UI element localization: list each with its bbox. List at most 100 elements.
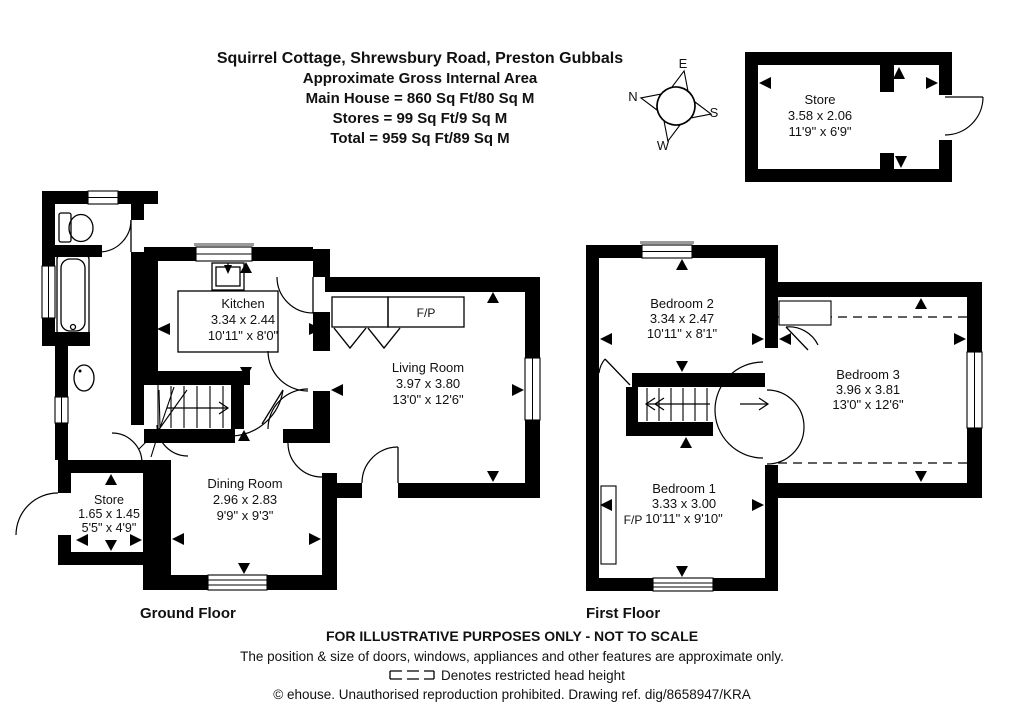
window-bedroom1-bottom: [652, 577, 714, 592]
window-dining-bottom: [207, 574, 268, 591]
measure-arrow-up: [893, 67, 905, 79]
ground-floor-measure-arrows: [76, 262, 524, 574]
room-metric: 3.97 x 3.80: [396, 376, 460, 391]
door-arc-bathroom: [98, 219, 132, 253]
stairs-down-arrow: [644, 397, 656, 411]
measure-arrow-down: [895, 156, 907, 168]
compass-east-label: E: [679, 56, 688, 71]
title-block: Squirrel Cottage, Shrewsbury Road, Prest…: [217, 50, 623, 147]
first-floor-label: First Floor: [586, 605, 660, 622]
fireplace-label: F/P: [417, 306, 436, 320]
compass-rose: E N S W: [628, 56, 719, 153]
restricted-head-height-legend-icon: [389, 670, 435, 680]
toilet-icon: [58, 212, 94, 243]
room-living-room-label: Living Room 3.97 x 3.80 13'0" x 12'6": [392, 360, 464, 407]
room-metric: 2.96 x 2.83: [213, 492, 277, 507]
door-arc-hall-a: [111, 432, 143, 464]
door-arc-dining: [287, 442, 323, 478]
compass-north-label: N: [628, 89, 637, 104]
plan-title: Squirrel Cottage, Shrewsbury Road, Prest…: [217, 50, 623, 67]
door-arc-living-hall-a: [267, 350, 309, 392]
door-arc-landing-left: [714, 361, 764, 459]
footer-copyright: © ehouse. Unauthorised reproduction proh…: [273, 687, 751, 702]
area-stores: Stores = 99 Sq Ft/9 Sq M: [333, 110, 508, 127]
room-store-ground-label: Store 1.65 x 1.45 5'5" x 4'9": [78, 493, 140, 535]
door-arc-living-hall-b: [267, 388, 309, 430]
room-imperial: 13'0" x 12'6": [832, 397, 904, 412]
room-imperial: 13'0" x 12'6": [392, 392, 464, 407]
outbuilding-door-arc: [944, 96, 984, 136]
room-name: Dining Room: [207, 476, 282, 491]
door-arc-landing-right: [766, 389, 805, 465]
room-name: Kitchen: [221, 296, 264, 311]
room-name: Bedroom 1: [652, 481, 716, 496]
room-imperial: 5'5" x 4'9": [82, 521, 137, 535]
room-dining-room-label: Dining Room 2.96 x 2.83 9'9" x 9'3": [207, 476, 282, 523]
door-arc-kitchen-rear: [276, 276, 314, 314]
room-name: Store: [94, 493, 124, 507]
stairs-up-arrow: [218, 401, 230, 415]
room-imperial: 10'11" x 8'0": [208, 328, 279, 343]
room-name: Store: [804, 92, 835, 107]
door-arc-store-entrance: [15, 492, 59, 536]
door-arc-bedroom2: [598, 358, 606, 374]
outbuilding-door-opening: [939, 95, 952, 140]
compass-south-label: S: [710, 105, 719, 120]
compass-points: [639, 69, 713, 143]
footer-legend-text: Denotes restricted head height: [441, 668, 625, 683]
compass-west-label: W: [657, 138, 670, 153]
room-metric: 3.58 x 2.06: [788, 108, 852, 123]
fireplace-bedroom1: [600, 485, 617, 565]
room-bedroom2-label: Bedroom 2 3.34 x 2.47 10'11" x 8'1": [647, 296, 718, 341]
room-name: Bedroom 3: [836, 367, 900, 382]
plan-subtitle: Approximate Gross Internal Area: [303, 70, 538, 87]
room-metric: 3.34 x 2.47: [650, 311, 714, 326]
measure-arrow-left: [759, 77, 771, 89]
room-bedroom1-label: Bedroom 1 3.33 x 3.00 10'11" x 9'10": [645, 481, 723, 526]
store-outbuilding-plan: Store 3.58 x 2.06 11'9" x 6'9": [745, 52, 984, 182]
door-arc-bedroom3: [785, 326, 819, 346]
first-floor-windows: [640, 241, 983, 592]
ground-floor-label: Ground Floor: [140, 605, 236, 622]
bathtub-icon: [56, 254, 90, 336]
fireplace-label: F/P: [624, 513, 643, 527]
ground-floor-plan: F/P Kitchen 3.34 x 2.44 10'11" x 8'0": [15, 190, 541, 622]
room-bedroom3-label: Bedroom 3 3.96 x 3.81 13'0" x 12'6": [832, 367, 904, 412]
ground-floor-windows: [41, 190, 541, 591]
door-arc-stair-passage: [231, 389, 284, 437]
cupboard-bedroom3: [778, 300, 832, 326]
first-floor-measure-arrows: [600, 259, 966, 577]
sink-icon: [211, 262, 245, 291]
footer-disclaimer: FOR ILLUSTRATIVE PURPOSES ONLY - NOT TO …: [326, 628, 698, 644]
area-total: Total = 959 Sq Ft/89 Sq M: [330, 130, 509, 147]
stairs-ground-floor: [138, 385, 230, 458]
footer-notes: FOR ILLUSTRATIVE PURPOSES ONLY - NOT TO …: [240, 628, 784, 702]
ground-floor-doors: [15, 219, 399, 536]
room-metric: 3.33 x 3.00: [652, 496, 716, 511]
room-imperial: 10'11" x 8'1": [647, 326, 718, 341]
room-metric: 1.65 x 1.45: [78, 507, 140, 521]
first-floor-doors: [598, 326, 819, 465]
room-name: Living Room: [392, 360, 464, 375]
ground-floor-walls: [42, 191, 540, 590]
room-metric: 3.96 x 3.81: [836, 382, 900, 397]
landing-direction-arrow: [758, 397, 770, 411]
room-metric: 3.34 x 2.44: [211, 312, 275, 327]
footer-approximate-note: The position & size of doors, windows, a…: [240, 649, 784, 664]
kitchen-counter: [177, 290, 279, 353]
room-imperial: 9'9" x 9'3": [217, 508, 274, 523]
room-name: Bedroom 2: [650, 296, 714, 311]
stairs-first-floor: [644, 388, 770, 421]
room-imperial: 10'11" x 9'10": [645, 511, 723, 526]
basin-icon: [73, 364, 95, 392]
room-kitchen-label: Kitchen 3.34 x 2.44 10'11" x 8'0": [208, 296, 279, 343]
fireplace-living-room: F/P: [331, 296, 465, 350]
first-floor-walls: [586, 245, 982, 591]
door-arc-living-south: [361, 446, 399, 484]
room-store-outbuilding-label: Store 3.58 x 2.06 11'9" x 6'9": [788, 92, 852, 139]
room-imperial: 11'9" x 6'9": [788, 124, 851, 139]
measure-arrow-right: [926, 77, 938, 89]
area-main-house: Main House = 860 Sq Ft/80 Sq M: [306, 90, 535, 107]
